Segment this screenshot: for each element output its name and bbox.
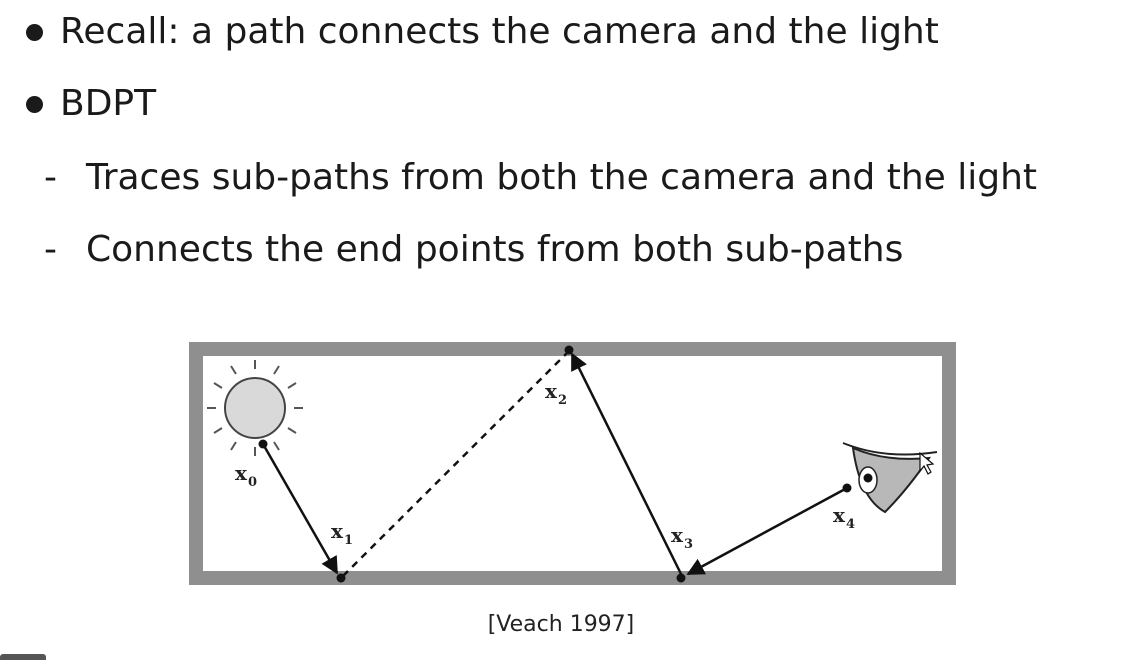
label-x4: x4 bbox=[833, 503, 855, 532]
figure-caption: [Veach 1997] bbox=[487, 612, 635, 637]
vertex-x0 bbox=[258, 439, 268, 449]
label-x2: x2 bbox=[545, 379, 567, 408]
path-segment-x0-x1 bbox=[261, 443, 339, 575]
corner-overlay-tab bbox=[0, 654, 46, 660]
sub-bullet-text: Traces sub-paths from both the camera an… bbox=[86, 157, 1038, 198]
vertex-x1 bbox=[336, 573, 346, 583]
eye-camera-icon bbox=[842, 442, 938, 514]
mouse-cursor-icon bbox=[919, 451, 935, 475]
label-x1: x1 bbox=[331, 519, 353, 548]
bullet-text: BDPT bbox=[60, 83, 157, 124]
dash-marker: - bbox=[44, 229, 57, 270]
dashed-connection-x1-x2 bbox=[342, 351, 569, 577]
label-x0: x0 bbox=[235, 461, 257, 490]
bullet-dot bbox=[26, 24, 43, 41]
vertex-x4 bbox=[842, 483, 852, 493]
path-segment-x3-x2 bbox=[570, 352, 684, 577]
vertex-x2 bbox=[564, 345, 574, 355]
dash-marker: - bbox=[44, 157, 57, 198]
sub-bullet-text: Connects the end points from both sub-pa… bbox=[86, 229, 904, 270]
sun-light-icon bbox=[207, 360, 303, 456]
label-x3: x3 bbox=[671, 523, 693, 552]
path-segment-x4-x3 bbox=[686, 486, 848, 576]
bdpt-path-figure: x0 x1 x2 x3 x4 bbox=[189, 342, 956, 585]
vertex-x3 bbox=[676, 573, 686, 583]
bullet-text: Recall: a path connects the camera and t… bbox=[60, 11, 939, 52]
room-box bbox=[189, 342, 956, 585]
bullet-dot bbox=[26, 96, 43, 113]
